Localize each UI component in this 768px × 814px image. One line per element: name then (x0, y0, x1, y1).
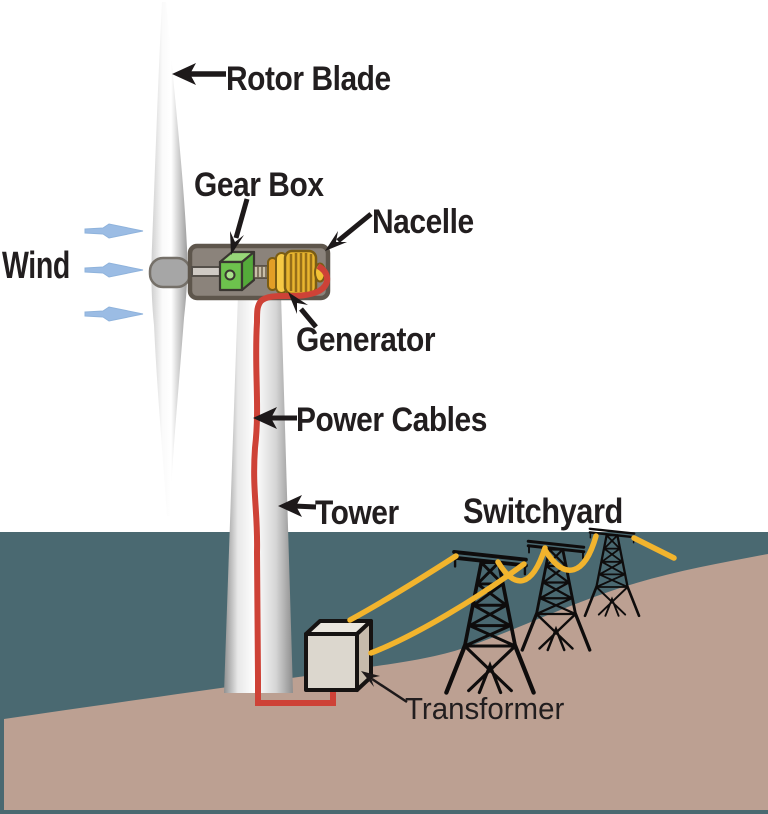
main-shaft (191, 266, 222, 277)
nacelle (187, 243, 331, 301)
drive-shaft (253, 265, 271, 279)
tower (224, 294, 293, 693)
label-arrows (172, 63, 408, 704)
nacelle-arrow (325, 212, 373, 251)
generator-label: Generator (296, 321, 436, 359)
tower-arrow (278, 495, 317, 517)
power-cables-label: Power Cables (296, 401, 487, 439)
gear-box (218, 250, 256, 292)
nacelle-label: Nacelle (372, 203, 474, 241)
grid-cables (347, 533, 677, 656)
tower-label: Tower (315, 494, 399, 532)
transformer (304, 619, 373, 692)
gear-box-arrow (230, 198, 250, 255)
wind-arrow (84, 306, 144, 322)
power-cable (251, 263, 336, 706)
rotor-blade-arrow (172, 63, 226, 85)
switchyard-label: Switchyard (463, 492, 623, 531)
transformer-label: Transformer (405, 691, 565, 726)
rotor-blade-label: Rotor Blade (226, 60, 391, 98)
generator-arrow (288, 292, 318, 329)
gear-box-label: Gear Box (194, 166, 324, 204)
wind-arrow (84, 262, 144, 278)
wind-arrows (84, 223, 144, 322)
wind-label: Wind (2, 245, 70, 287)
power-cables-arrow (253, 407, 297, 429)
generator (267, 249, 326, 296)
wind-arrow (84, 223, 144, 239)
transformer-arrow (361, 671, 408, 704)
rotor-hub (148, 256, 192, 289)
